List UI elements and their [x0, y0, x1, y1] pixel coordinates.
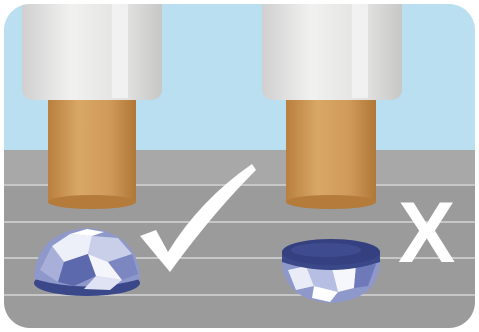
tool-collet-right [262, 0, 402, 100]
tool-tube-right-end [286, 195, 376, 209]
tool-collet-left [22, 0, 162, 100]
tool-tube-left [48, 92, 136, 202]
tool-tube-right [286, 92, 376, 202]
tool-tube-left-end [48, 195, 136, 209]
x-mark: X [398, 190, 455, 276]
